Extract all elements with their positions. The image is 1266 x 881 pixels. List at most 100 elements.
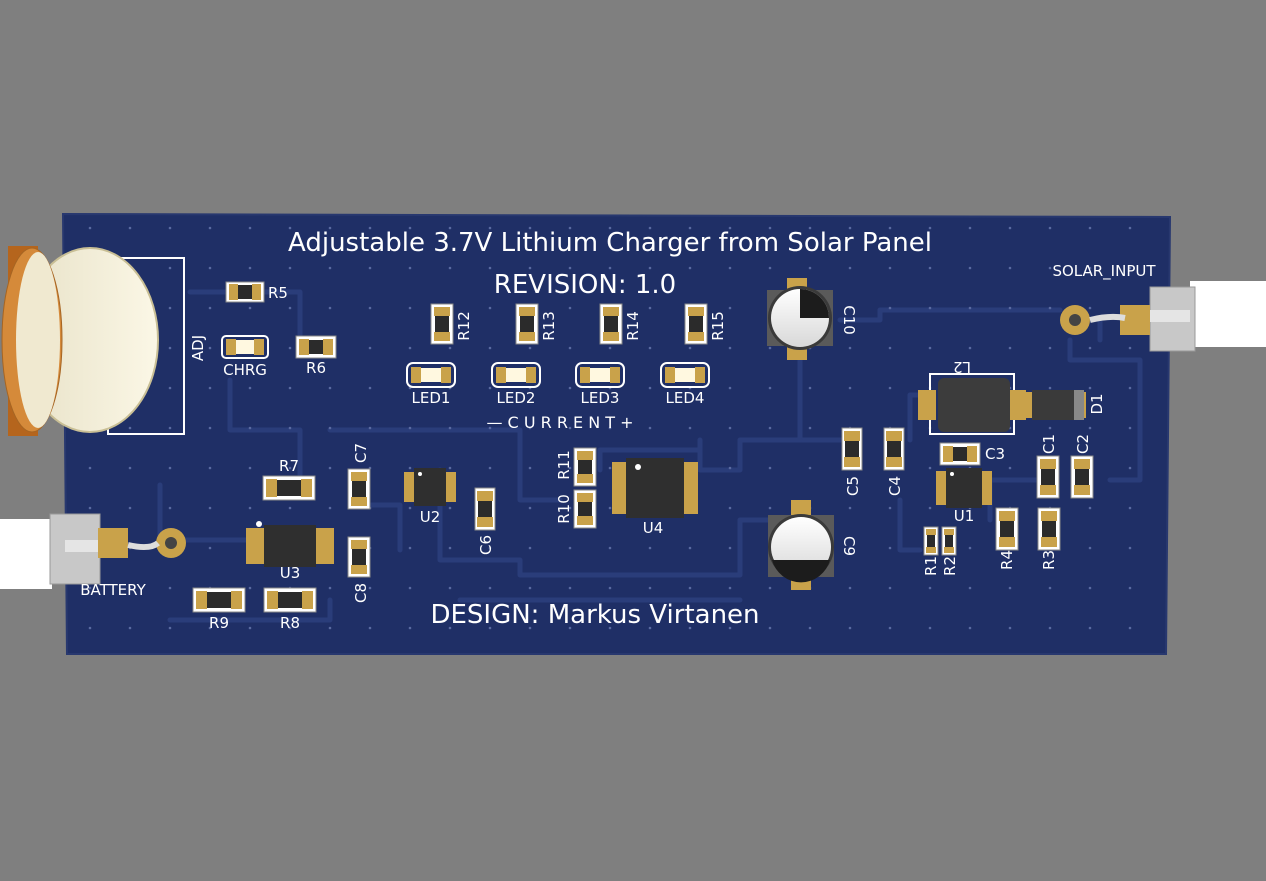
via-dot	[368, 266, 372, 270]
capacitor-c7[interactable]: C7	[347, 443, 371, 510]
via-dot	[488, 346, 492, 350]
label-led1: LED1	[412, 389, 451, 407]
via-dot	[688, 426, 692, 430]
via-dot	[1088, 626, 1092, 630]
board-revision: REVISION: 1.0	[494, 270, 676, 300]
via-dot	[128, 586, 132, 590]
via-dot	[528, 346, 532, 350]
led-4[interactable]: LED4	[660, 362, 710, 407]
resistor-r13[interactable]: R13	[515, 303, 558, 345]
resistor-r10[interactable]: R10	[555, 489, 597, 529]
via-dot	[1128, 506, 1132, 510]
via-dot	[688, 266, 692, 270]
via-dot	[968, 226, 972, 230]
via-dot	[968, 306, 972, 310]
via-dot	[648, 546, 652, 550]
via-dot	[248, 306, 252, 310]
resistor-r14[interactable]: R14	[599, 303, 642, 345]
via-dot	[768, 426, 772, 430]
capacitor-c8[interactable]: C8	[347, 536, 371, 603]
via-dot	[568, 506, 572, 510]
potentiometer-adj[interactable]: ADJ	[1, 246, 207, 436]
solar-input-connector[interactable]: SOLAR_INPUT	[1052, 262, 1266, 352]
via-dot	[968, 346, 972, 350]
via-dot	[168, 306, 172, 310]
resistor-r6[interactable]: R6	[295, 335, 337, 377]
resistor-r5[interactable]: R5	[225, 281, 288, 303]
label-c1: C1	[1040, 434, 1058, 454]
battery-lead	[127, 540, 160, 551]
via-dot	[328, 226, 332, 230]
via-dot	[528, 546, 532, 550]
diode-d1[interactable]: D1	[1020, 390, 1106, 420]
via-dot	[888, 546, 892, 550]
ic-u3[interactable]: U3	[246, 521, 334, 582]
via-dot	[288, 266, 292, 270]
ic-u1[interactable]: U1	[936, 468, 992, 525]
via-dot	[208, 306, 212, 310]
via-dot	[1128, 466, 1132, 470]
resistor-r12[interactable]: R12	[430, 303, 473, 345]
capacitor-c5[interactable]: C5	[841, 427, 863, 496]
led-2[interactable]: LED2	[491, 362, 541, 407]
via-dot	[288, 306, 292, 310]
via-dot	[648, 386, 652, 390]
label-r2: R2	[941, 556, 959, 576]
via-dot	[728, 306, 732, 310]
via-dot	[488, 306, 492, 310]
via-dot	[208, 426, 212, 430]
pot-face	[16, 252, 60, 428]
via-dot	[408, 506, 412, 510]
label-u3: U3	[280, 564, 301, 582]
resistor-r15[interactable]: R15	[684, 303, 727, 345]
via-dot	[768, 466, 772, 470]
via-dot	[1128, 346, 1132, 350]
capacitor-c1[interactable]: C1	[1036, 434, 1060, 499]
battery-connector[interactable]: BATTERY	[0, 513, 186, 599]
resistor-r8[interactable]: R8	[263, 587, 317, 632]
via-dot	[848, 546, 852, 550]
led-3[interactable]: LED3	[575, 362, 625, 407]
capacitor-c4[interactable]: C4	[883, 427, 905, 496]
via-dot	[928, 306, 932, 310]
capacitor-c10[interactable]: C10	[767, 278, 858, 360]
label-r10: R10	[555, 494, 573, 524]
via-dot	[488, 266, 492, 270]
resistor-r9[interactable]: R9	[192, 587, 246, 632]
label-r13: R13	[540, 311, 558, 341]
via-dot	[408, 346, 412, 350]
via-dot	[88, 626, 92, 630]
capacitor-c6[interactable]: C6	[474, 487, 496, 555]
resistor-r1[interactable]: R1	[922, 526, 940, 576]
via-dot	[728, 626, 732, 630]
label-led2: LED2	[497, 389, 536, 407]
via-dot	[568, 266, 572, 270]
via-dot	[608, 506, 612, 510]
via-dot	[1128, 546, 1132, 550]
via-dot	[88, 226, 92, 230]
via-dot	[568, 306, 572, 310]
via-dot	[328, 306, 332, 310]
resistor-r4[interactable]: R4	[995, 507, 1019, 570]
resistor-r7[interactable]: R7	[262, 457, 316, 501]
resistor-r3[interactable]: R3	[1037, 507, 1061, 570]
led-chrg[interactable]: CHRG	[221, 335, 269, 379]
ic-u4[interactable]: U4	[612, 458, 698, 537]
via-dot	[448, 546, 452, 550]
via-dot	[408, 306, 412, 310]
board-title: Adjustable 3.7V Lithium Charger from Sol…	[288, 228, 932, 258]
capacitor-c9[interactable]: C9	[768, 500, 858, 590]
via-dot	[1088, 546, 1092, 550]
via-dot	[168, 426, 172, 430]
resistor-r2[interactable]: R2	[941, 526, 959, 576]
capacitor-c2[interactable]: C2	[1070, 434, 1094, 499]
resistor-r11[interactable]: R11	[555, 447, 597, 487]
capacitor-c3[interactable]: C3	[939, 442, 1005, 466]
via-dot	[568, 426, 572, 430]
via-dot	[248, 626, 252, 630]
led-1[interactable]: LED1	[406, 362, 456, 407]
ic-u2[interactable]: U2	[404, 468, 456, 526]
via-dot	[488, 546, 492, 550]
via-dot	[968, 626, 972, 630]
